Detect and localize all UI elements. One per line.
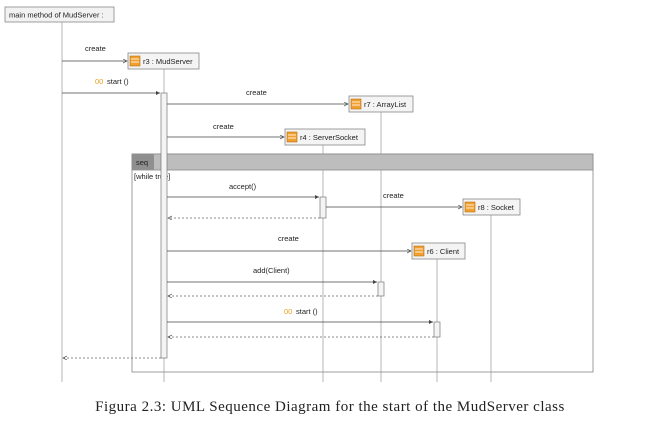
- frame-title: main method of MudServer :: [9, 11, 104, 20]
- fragment-operator: seq: [136, 158, 148, 167]
- figure-caption: Figura 2.3: UML Sequence Diagram for the…: [95, 399, 565, 415]
- seq-fragment: seq [while true]: [131, 153, 594, 373]
- message-start: 00 start (): [62, 77, 160, 96]
- object-icon: [129, 55, 141, 67]
- message-create-r7: create: [167, 88, 348, 104]
- activation-r4: [319, 196, 327, 219]
- message-label: create: [85, 44, 106, 53]
- message-label: start (): [296, 307, 318, 316]
- message-create-r3: create: [62, 44, 127, 61]
- lifeline-label-r3: r3 : MudServer: [143, 57, 193, 66]
- message-order-number: 00: [95, 77, 103, 86]
- message-label: add(Client): [253, 266, 290, 275]
- object-icon: [464, 201, 476, 213]
- activation-r6: [433, 321, 441, 338]
- lifeline-label-r4: r4 : ServerSocket: [300, 133, 359, 142]
- lifeline-head-r4: r4 : ServerSocket: [284, 128, 366, 146]
- lifeline-label-r7: r7 : ArrayList: [364, 100, 407, 109]
- lifeline-head-r7: r7 : ArrayList: [348, 95, 414, 113]
- message-order-number: 00: [284, 307, 292, 316]
- message-start-client: 00 start (): [167, 307, 433, 325]
- message-create-r8: create: [326, 191, 462, 207]
- message-create-r4: create: [167, 122, 284, 137]
- message-create-r6: create: [167, 234, 411, 251]
- message-label: create: [383, 191, 404, 200]
- activation-r3: [160, 92, 168, 359]
- message-label: create: [278, 234, 299, 243]
- object-icon: [286, 131, 298, 143]
- lifeline-head-r3: r3 : MudServer: [127, 52, 200, 70]
- message-label: accept(): [229, 182, 257, 191]
- activation-r7: [377, 281, 385, 297]
- object-icon: [413, 245, 425, 257]
- message-label: create: [246, 88, 267, 97]
- message-label: start (): [107, 77, 129, 86]
- lifeline-head-r6: r6 : Client: [411, 242, 466, 260]
- message-label: create: [213, 122, 234, 131]
- message-add-client: add(Client): [167, 266, 377, 285]
- lifeline-label-r6: r6 : Client: [427, 247, 460, 256]
- fragment-guard: [while true]: [134, 172, 170, 181]
- object-icon: [350, 98, 362, 110]
- lifeline-head-r8: r8 : Socket: [462, 198, 521, 216]
- message-accept: accept(): [167, 182, 319, 200]
- frame-title-box: main method of MudServer :: [4, 6, 115, 23]
- lifeline-label-r8: r8 : Socket: [478, 203, 515, 212]
